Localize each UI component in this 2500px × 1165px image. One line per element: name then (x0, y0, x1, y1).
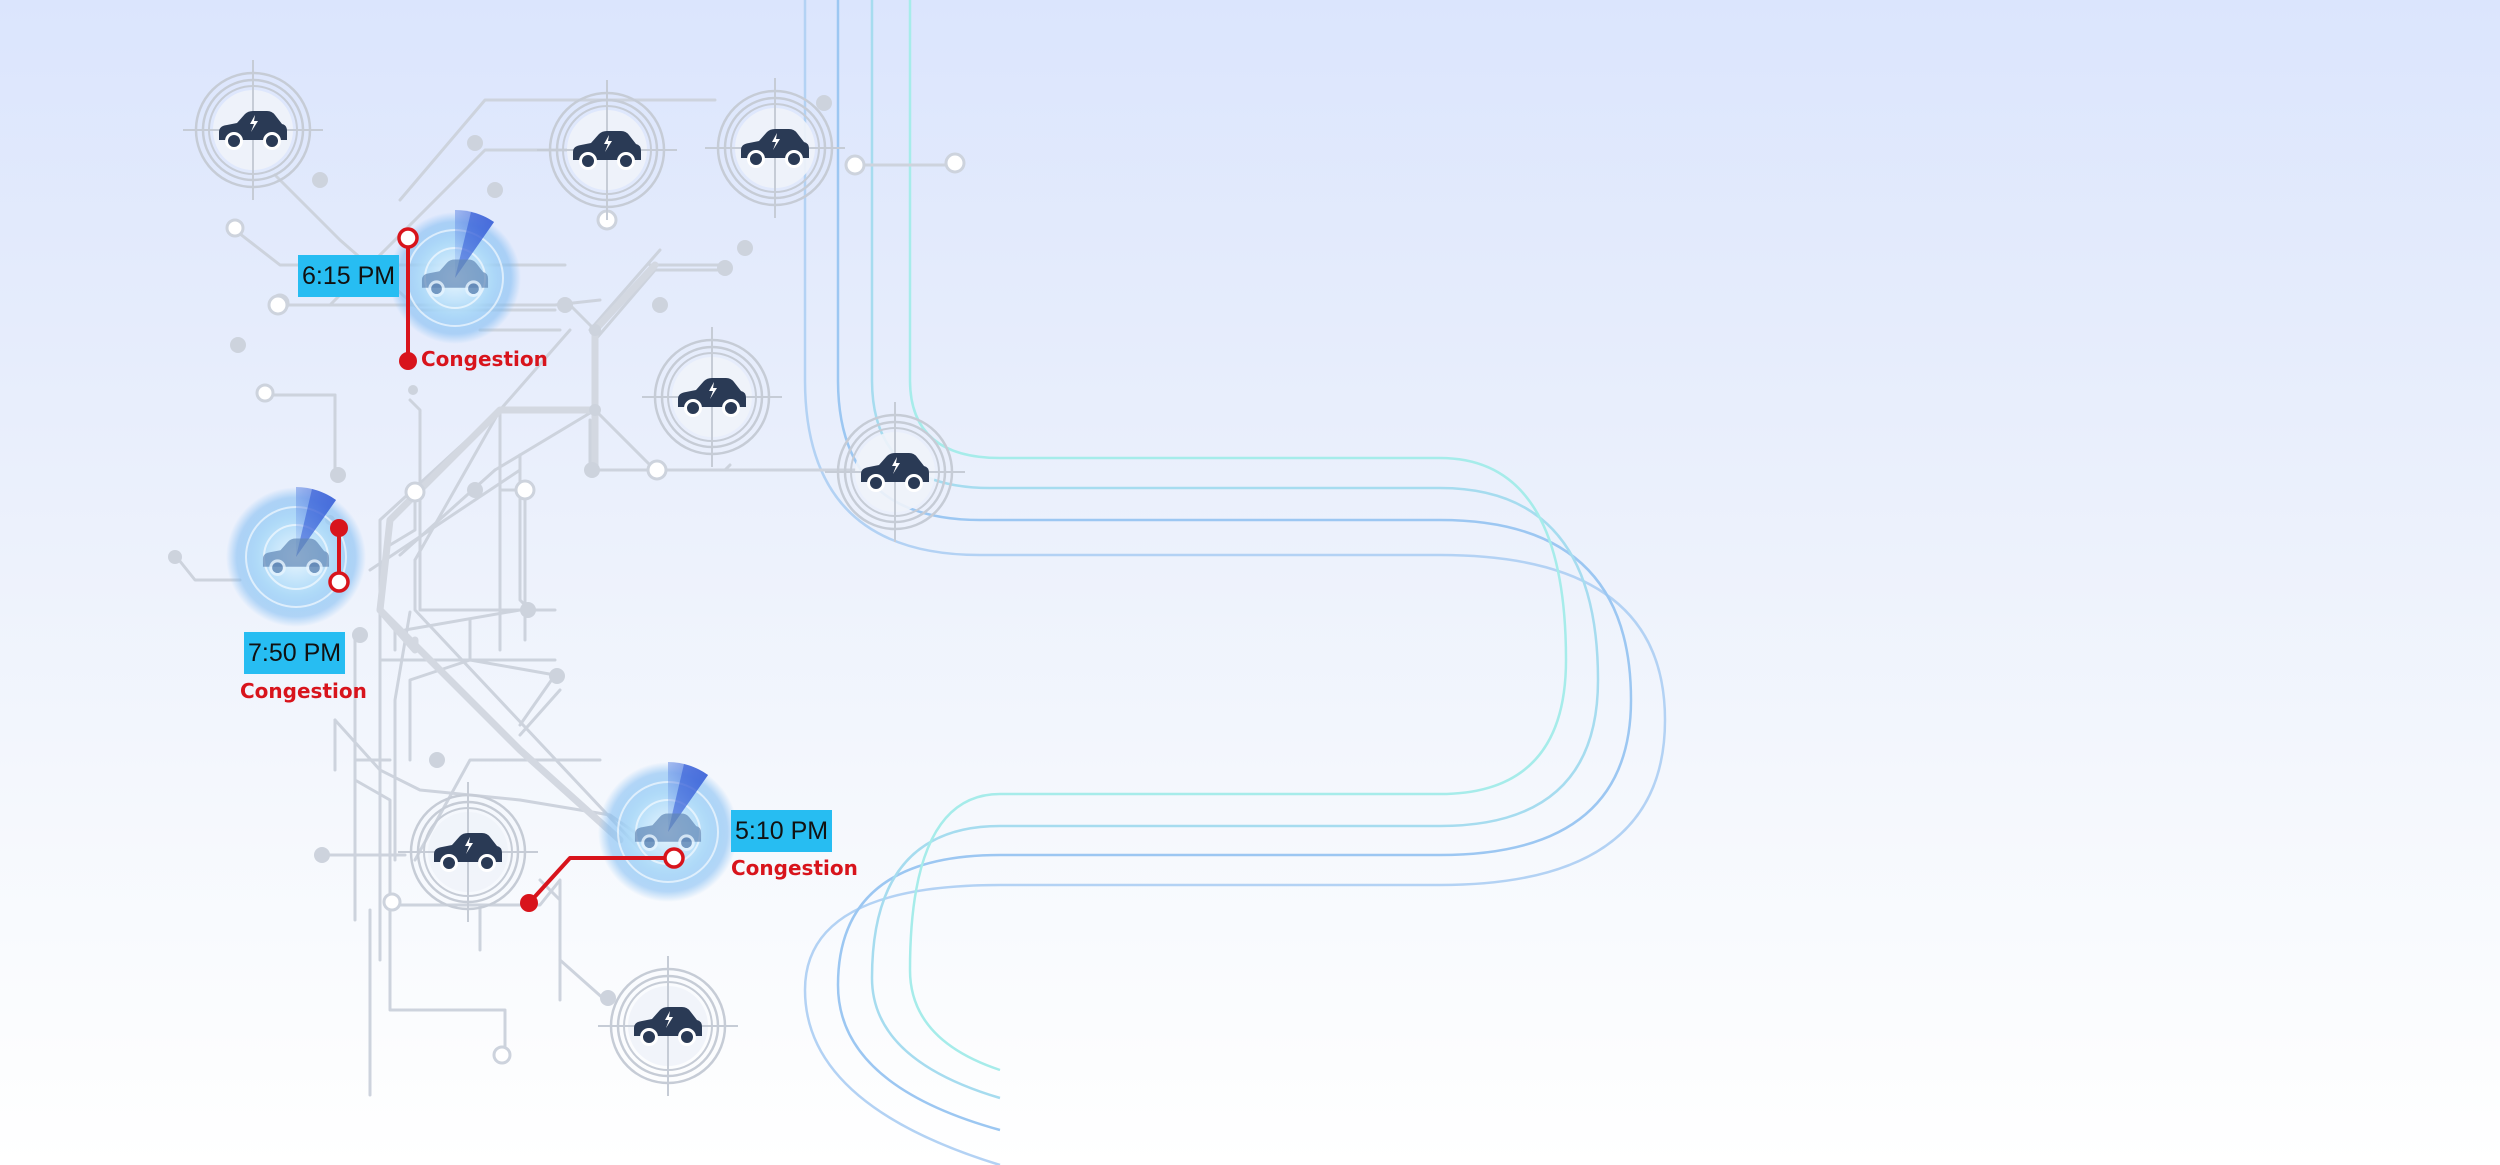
radar-scan-icon (598, 762, 738, 902)
alert-connector (520, 847, 685, 912)
alert-5-10[interactable] (520, 762, 738, 912)
electric-car-icon[interactable] (598, 956, 738, 1096)
electric-car-icon[interactable] (705, 78, 845, 218)
road-lane (803, 0, 1667, 1165)
alert-6-15[interactable] (389, 209, 521, 370)
electric-car-icon[interactable] (825, 402, 965, 542)
congestion-status-label: Congestion (240, 679, 367, 703)
electric-car-icon[interactable] (537, 80, 677, 220)
alert-time-label: 6:15 PM (298, 255, 400, 297)
road-lane (908, 0, 1568, 1072)
electric-car-icon[interactable] (642, 327, 782, 467)
road-lane (836, 0, 1633, 1132)
congestion-status-label: Congestion (421, 347, 548, 371)
circuit-network (173, 98, 957, 1097)
road-lane (870, 0, 1600, 1100)
electric-car-icon[interactable] (398, 782, 538, 922)
electric-car-icon[interactable] (183, 60, 323, 200)
alert-time-label: 5:10 PM (731, 810, 833, 852)
alert-time-label: 7:50 PM (244, 632, 346, 674)
alert-7-50[interactable] (226, 487, 366, 627)
circuit-ring-nodes (225, 152, 966, 1065)
alert-connector (397, 227, 419, 370)
vehicle-nodes (183, 60, 965, 1096)
road-lanes (803, 0, 1667, 1165)
alert-connector (328, 519, 350, 593)
congestion-status-label: Congestion (731, 856, 858, 880)
radar-scan-icon (226, 487, 366, 627)
